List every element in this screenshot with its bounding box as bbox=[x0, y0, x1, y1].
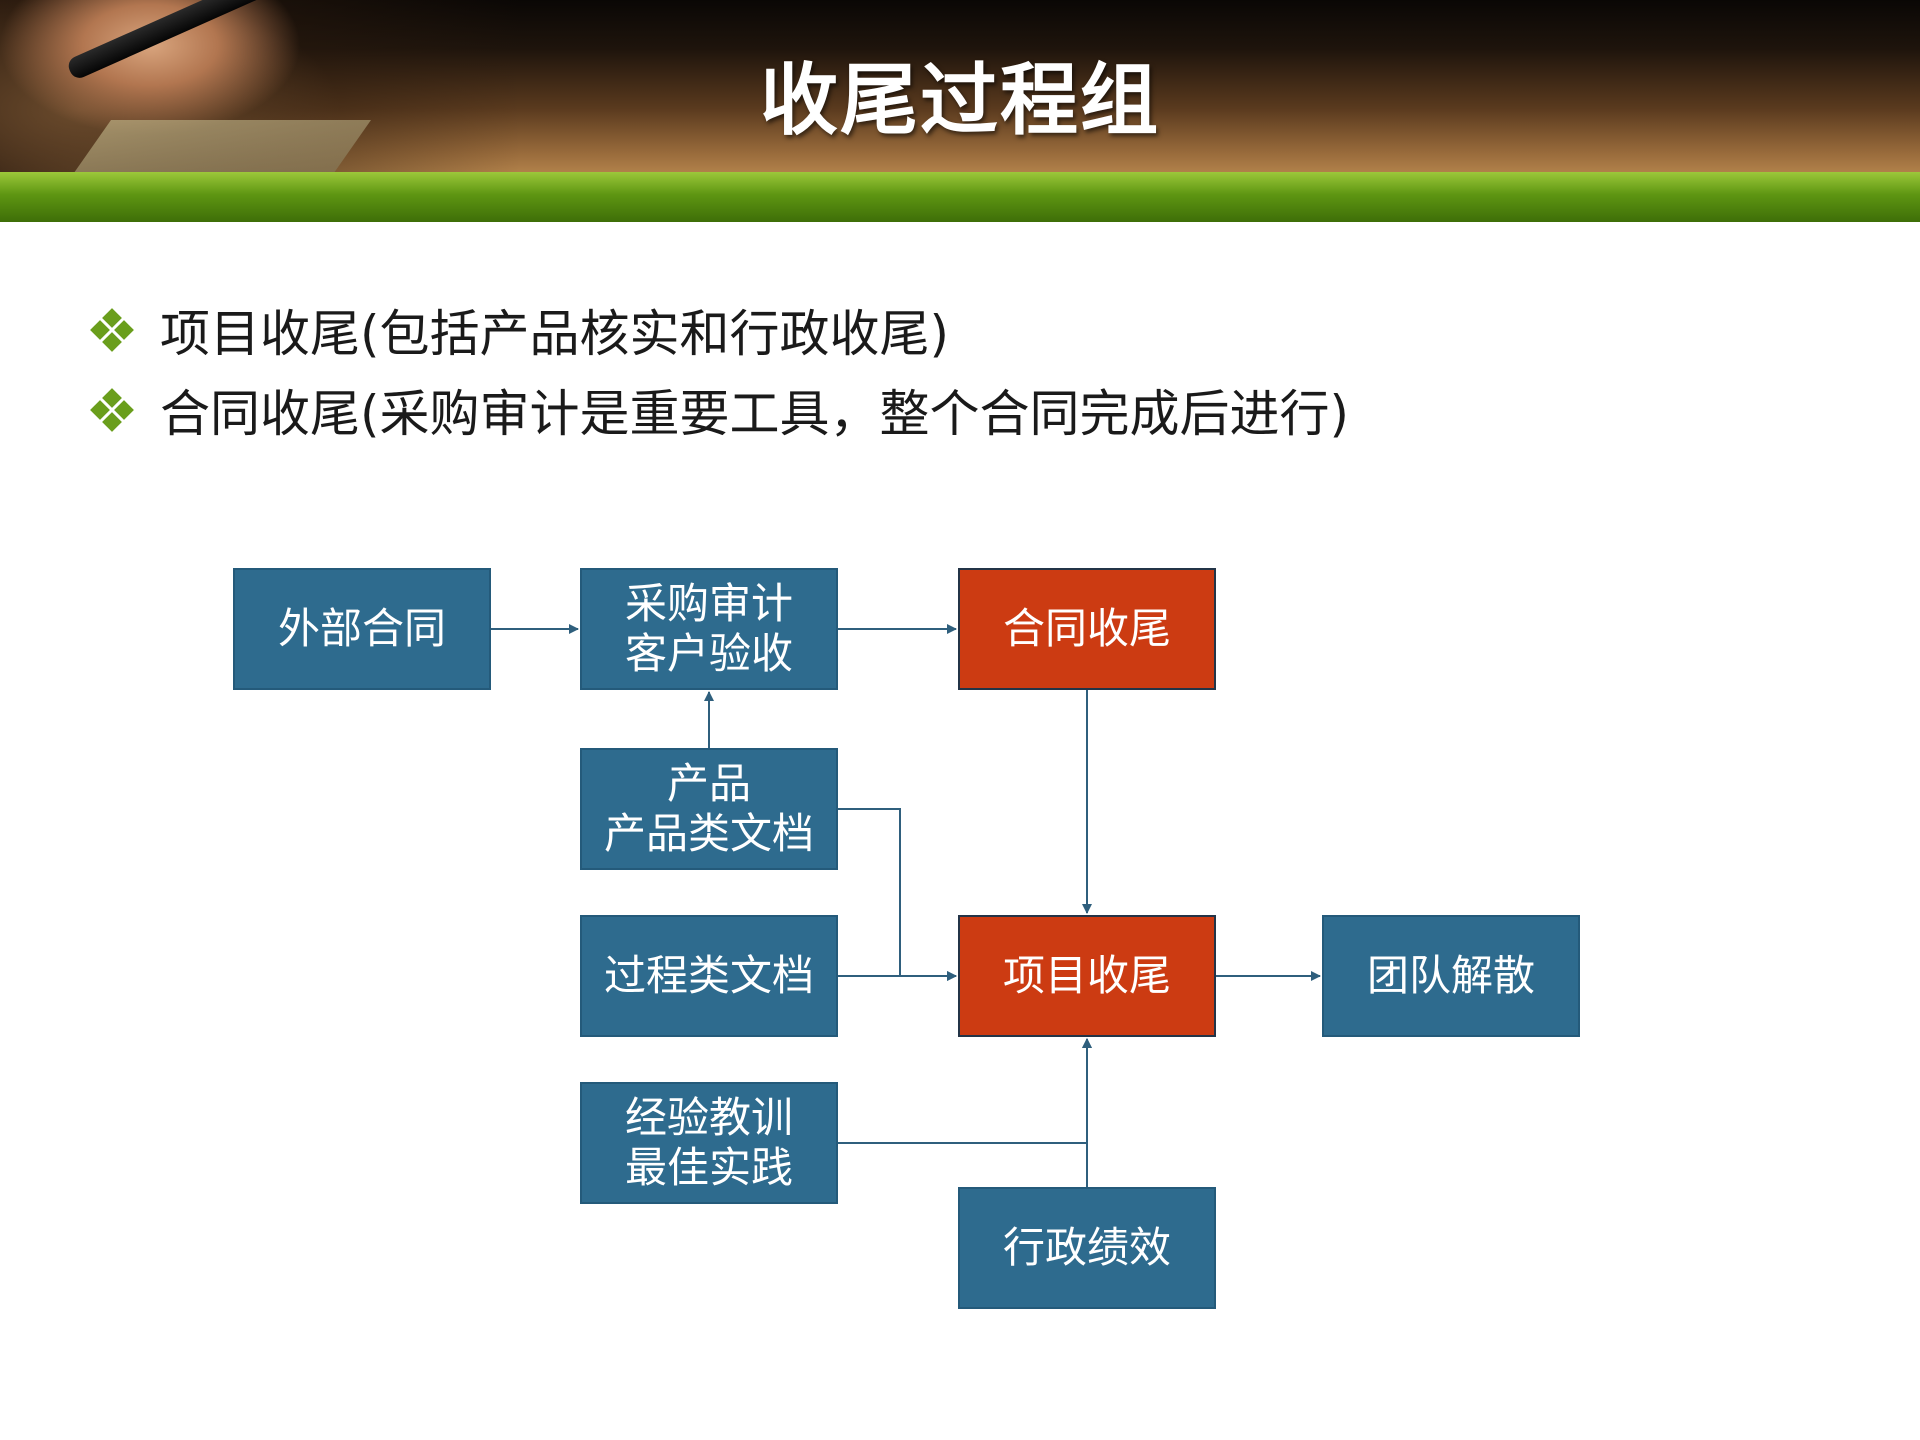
node-external-contract: 外部合同 bbox=[233, 568, 491, 690]
node-label-line: 外部合同 bbox=[277, 604, 446, 653]
title-banner bbox=[0, 0, 1920, 175]
diamond-bullet-icon bbox=[90, 308, 134, 352]
node-label-line: 团队解散 bbox=[1366, 951, 1535, 1000]
node-label-line: 产品 bbox=[666, 759, 751, 808]
node-project-closure: 项目收尾 bbox=[958, 915, 1216, 1037]
connector-lessons-learned-to-project-closure bbox=[838, 1038, 1092, 1144]
page-title: 收尾过程组 bbox=[759, 56, 1160, 146]
bullet-text: 合同收尾(采购审计是重要工具，整个合同完成后进行) bbox=[160, 385, 1350, 443]
node-contract-closure: 合同收尾 bbox=[958, 568, 1216, 690]
node-label-line: 经验教训 bbox=[624, 1093, 793, 1142]
bullet-text: 项目收尾(包括产品核实和行政收尾) bbox=[160, 305, 950, 363]
bullet-item: 项目收尾(包括产品核实和行政收尾) bbox=[90, 290, 1349, 370]
node-product-docs: 产品产品类文档 bbox=[580, 748, 838, 870]
bullet-list: 项目收尾(包括产品核实和行政收尾) 合同收尾(采购审计是重要工具，整个合同完成后… bbox=[90, 290, 1350, 450]
node-label-line: 采购审计 bbox=[624, 579, 793, 628]
bullet-item: 合同收尾(采购审计是重要工具，整个合同完成后进行) bbox=[90, 370, 1350, 450]
connector-product-docs-to-project-closure bbox=[838, 808, 957, 981]
node-label-line: 客户验收 bbox=[624, 629, 793, 678]
node-process-docs: 过程类文档 bbox=[580, 915, 838, 1037]
node-team-disband: 团队解散 bbox=[1322, 915, 1580, 1037]
node-lessons-learned: 经验教训最佳实践 bbox=[580, 1082, 838, 1204]
node-label-line: 过程类文档 bbox=[603, 951, 814, 1000]
node-label-line: 合同收尾 bbox=[1002, 604, 1171, 653]
green-accent-bar bbox=[0, 172, 1920, 222]
node-label-line: 项目收尾 bbox=[1002, 951, 1171, 1000]
hand-with-pen-image bbox=[0, 0, 520, 175]
diamond-bullet-icon bbox=[90, 388, 134, 432]
node-procurement-audit: 采购审计客户验收 bbox=[580, 568, 838, 690]
node-label-line: 最佳实践 bbox=[624, 1143, 793, 1192]
node-label-line: 产品类文档 bbox=[603, 809, 814, 858]
node-label-line: 行政绩效 bbox=[1002, 1223, 1171, 1272]
node-admin-performance: 行政绩效 bbox=[958, 1187, 1216, 1309]
